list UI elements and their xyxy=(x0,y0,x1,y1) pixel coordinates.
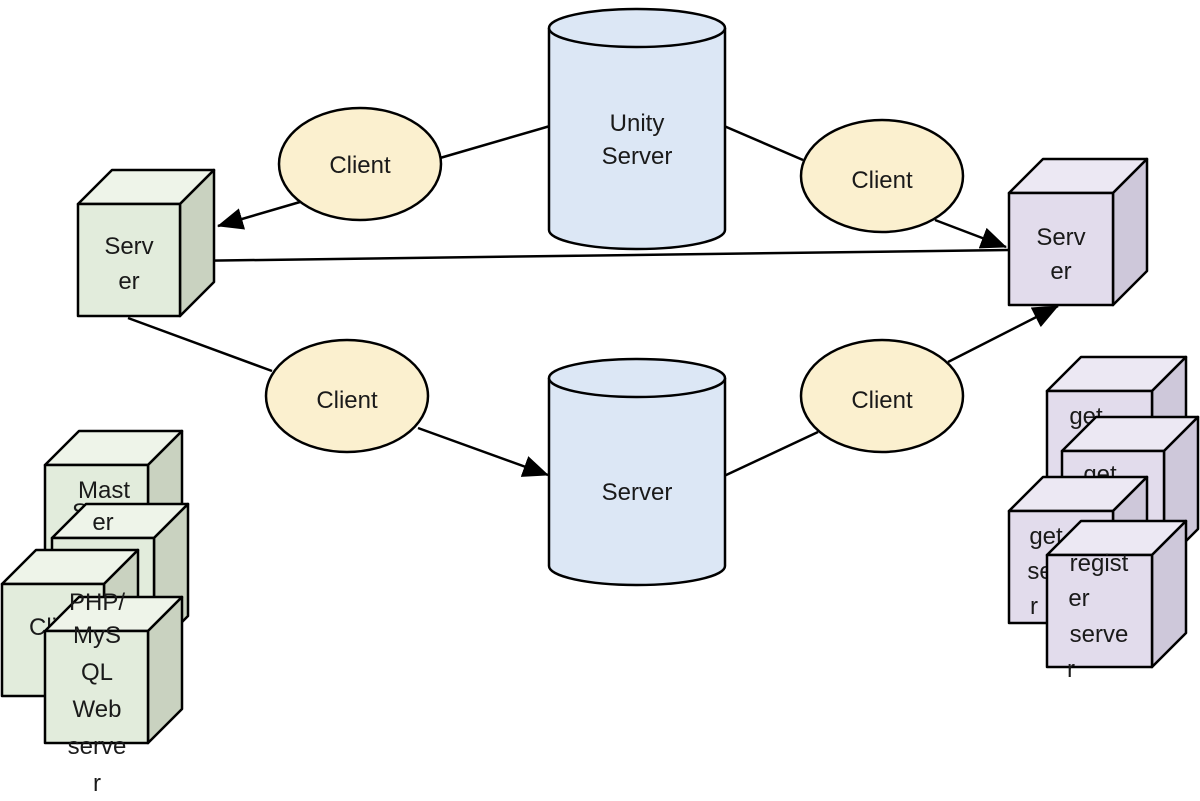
client-top-left: Client xyxy=(277,106,443,222)
client-bottom-left: Client xyxy=(264,338,430,454)
client-ellipse xyxy=(799,118,965,234)
cube-label-line-1: regist xyxy=(1070,550,1129,577)
database-label-line-1: Unity xyxy=(610,110,665,137)
connector-unity-to-client-top-right xyxy=(723,124,804,162)
cube-label-line-6: r xyxy=(93,770,101,797)
connector-server-db-to-client-bottom-right xyxy=(723,430,819,478)
database-body xyxy=(547,378,727,587)
client-ellipse xyxy=(277,106,443,222)
arrow-client-bottom-left-to-server-db xyxy=(417,426,549,477)
database-server: Server xyxy=(547,357,727,587)
client-ellipse xyxy=(264,338,430,454)
cube-label-line-4: Web xyxy=(73,696,122,723)
server-left: Serv er xyxy=(76,168,216,318)
cube-label-line-4: r xyxy=(1067,656,1075,683)
server-label-line-1: Serv xyxy=(104,233,153,260)
cube-front xyxy=(43,629,150,745)
database-label: Server xyxy=(602,479,673,506)
cube-front xyxy=(1007,191,1115,307)
cube-label-line-5: serve xyxy=(68,733,127,760)
arrow-client-top-right-to-right-server xyxy=(934,218,1007,249)
cube-label-line-1: PHP/ xyxy=(69,589,125,616)
left-stack: Mast S er Cli PHP/ MyS QL Web serve r xyxy=(0,429,190,797)
right-stack: get get get se r regist er serve r xyxy=(1007,355,1200,683)
cube-label-line-3: r xyxy=(1030,593,1038,620)
client-top-right: Client xyxy=(799,118,965,234)
arrow-client-top-left-to-left-server xyxy=(217,200,301,230)
database-top xyxy=(547,357,727,399)
cube-label-line-3: serve xyxy=(1070,621,1129,648)
arrow-client-bottom-right-to-right-server xyxy=(947,304,1059,364)
cube-label-line-2: MyS xyxy=(73,622,121,649)
server-label-line-2: er xyxy=(118,268,139,295)
connector-left-server-to-client-bottom-left xyxy=(127,316,273,373)
connector-unity-to-client-top-left xyxy=(439,124,551,160)
php-mysql-cube: PHP/ MyS QL Web serve r xyxy=(43,589,184,797)
cube-label-line-3: QL xyxy=(81,659,113,686)
register-server-cube: regist er serve r xyxy=(1045,519,1188,683)
client-label: Client xyxy=(851,387,913,414)
client-ellipse xyxy=(799,338,965,454)
database-top xyxy=(547,7,727,49)
connectors xyxy=(127,124,1059,478)
database-body xyxy=(547,28,727,251)
cube-label-line-1: Mast xyxy=(78,477,130,504)
server-label-line-1: Serv xyxy=(1036,224,1085,251)
client-bottom-right: Client xyxy=(799,338,965,454)
server-right: Serv er xyxy=(1007,157,1149,307)
database-label-line-2: Server xyxy=(602,143,673,170)
client-label: Client xyxy=(316,387,378,414)
cube-label-line-2: er xyxy=(1068,585,1089,612)
cube-front xyxy=(1045,553,1154,669)
server-label-line-2: er xyxy=(1050,258,1071,285)
database-unity-server: Unity Server xyxy=(547,7,727,251)
cube-front xyxy=(76,202,182,318)
client-label: Client xyxy=(851,167,913,194)
cube-label: er xyxy=(92,509,113,536)
client-label: Client xyxy=(329,152,391,179)
arrow-right-server-to-left-server xyxy=(183,248,1009,272)
